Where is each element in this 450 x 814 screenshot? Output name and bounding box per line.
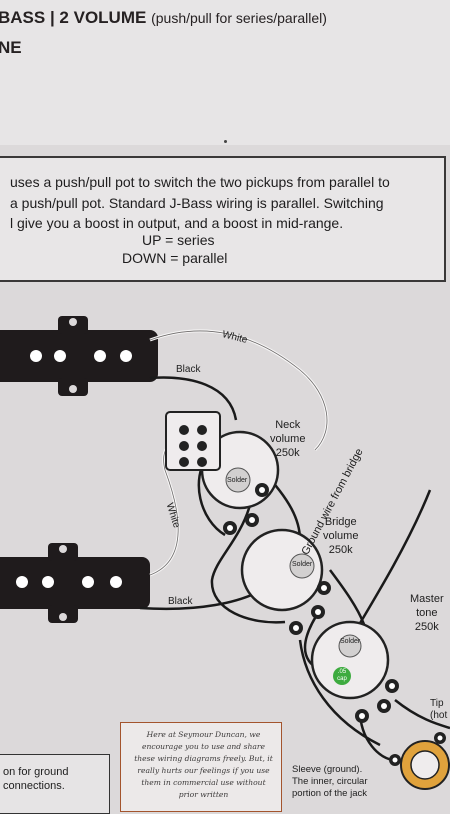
black-wire-neck	[149, 376, 238, 421]
neck-volume-label-line1: Neck	[275, 419, 301, 431]
title-main: BASS | 2 VOLUME	[0, 8, 147, 27]
neck-pickup	[0, 316, 158, 396]
tip-label-line2: (hot out	[430, 710, 450, 721]
master-tone-label-line3: 250k	[414, 621, 439, 633]
sleeve-label-line3: portion of the jack	[292, 788, 367, 799]
diagram-title: BASS | 2 VOLUME (push/pull for series/pa…	[0, 8, 327, 28]
description-box: uses a push/pull pot to switch the two p…	[0, 156, 446, 282]
solder-label-bridge: Solder	[292, 561, 313, 568]
master-tone-label-line2: tone	[416, 607, 438, 619]
solder-label-neck: Solder	[227, 477, 248, 484]
neck-volume-label: Neck volume 250k	[270, 418, 305, 460]
label-black-bottom: Black	[168, 596, 193, 607]
bridge-volume-label: Bridge volume 250k	[323, 515, 358, 557]
stray-dot	[224, 140, 227, 143]
sleeve-label-line2: The inner, circular	[292, 776, 368, 787]
neck-volume-label-line2: volume	[270, 433, 306, 445]
tip-label: Tip (hot out	[430, 698, 450, 722]
description-line-3: l give you a boost in output, and a boos…	[10, 215, 344, 231]
usage-quote-box: Here at Seymour Duncan, we encourage you…	[120, 722, 282, 812]
solder-label-tone: Solder	[340, 638, 361, 645]
output-jack	[389, 732, 450, 790]
bridge-volume-label-line2: volume	[323, 530, 359, 542]
ground-wire	[348, 489, 432, 641]
bridge-volume-pot	[240, 528, 331, 635]
sleeve-label: Sleeve (ground). The inner, circular por…	[292, 764, 368, 800]
neck-volume-label-line3: 250k	[275, 447, 300, 459]
label-black-top: Black	[176, 364, 201, 375]
diagram-title-line2: NE	[0, 38, 22, 57]
header-band	[0, 0, 450, 145]
tip-label-line1: Tip	[430, 698, 444, 709]
description-line-up: UP = series	[142, 232, 215, 248]
description-line-2: a push/pull pot. Standard J-Bass wiring …	[10, 195, 384, 211]
bridge-pickup	[0, 543, 150, 623]
master-tone-pot	[310, 620, 399, 723]
ground-note-line2: connections.	[3, 780, 65, 792]
ground-note-box: on for ground connections.	[0, 754, 110, 814]
neck-volume-pot	[165, 411, 280, 535]
description-line-down: DOWN = parallel	[122, 250, 228, 266]
title-subtitle: (push/pull for series/parallel)	[151, 10, 327, 26]
ground-note-line1: on for ground	[3, 766, 69, 778]
sleeve-label-line1: Sleeve (ground).	[292, 764, 363, 775]
bridge-volume-label-line3: 250k	[328, 544, 353, 556]
cap-label: .05 cap	[337, 669, 347, 682]
black-wire-bridge	[139, 588, 263, 611]
master-tone-label-line1: Master	[410, 593, 444, 605]
usage-quote-text: Here at Seymour Duncan, we encourage you…	[134, 730, 273, 799]
bridge-volume-label-line1: Bridge	[324, 516, 357, 528]
description-line-1: uses a push/pull pot to switch the two p…	[10, 174, 390, 190]
ground-note-text: on for ground connections.	[3, 765, 68, 793]
master-tone-label: Master tone 250k	[410, 592, 444, 634]
